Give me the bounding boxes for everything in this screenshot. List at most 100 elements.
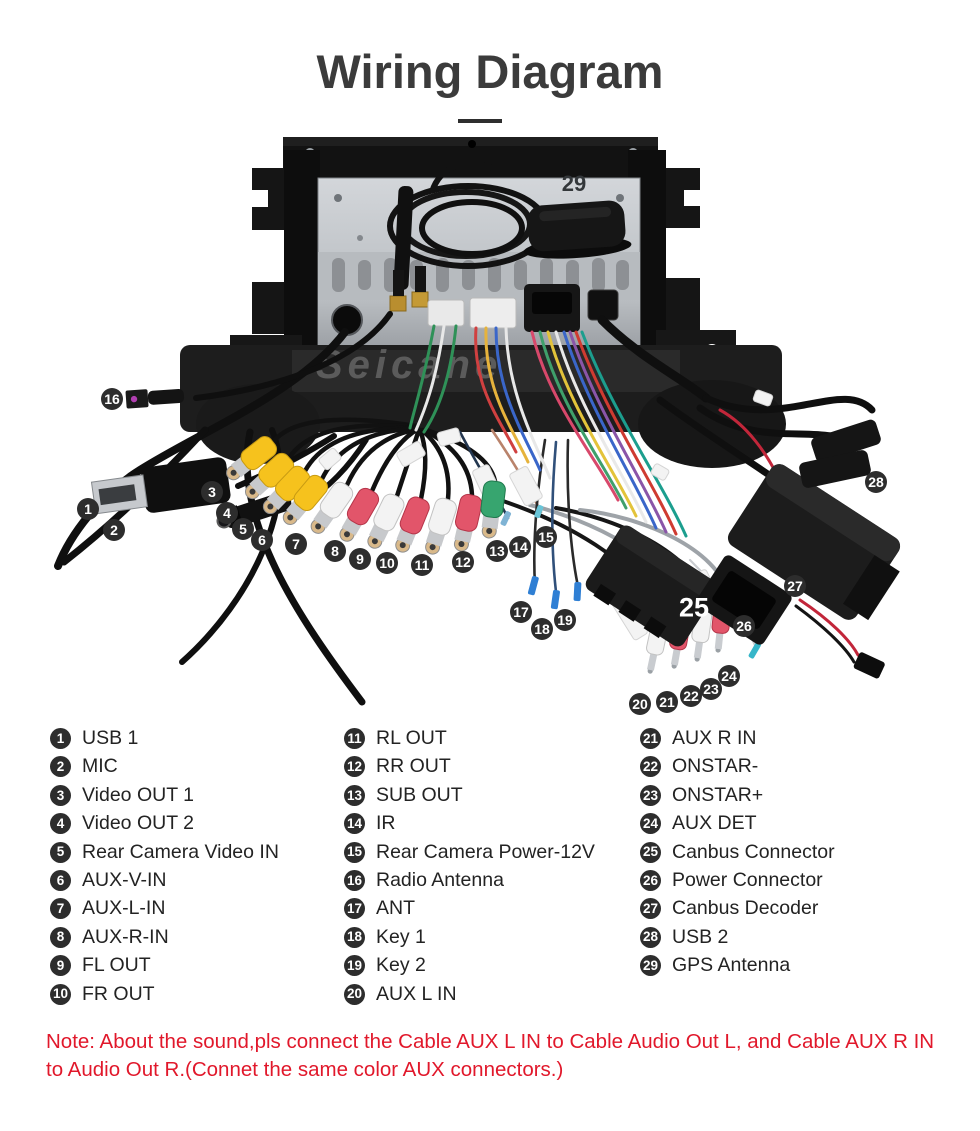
legend-item-4: 4 Video OUT 2 (50, 812, 279, 835)
legend-item-6: 6 AUX-V-IN (50, 868, 279, 891)
dash-shelf: Seicane (180, 343, 786, 468)
canbus-decoder (727, 464, 901, 621)
canbus-connector (585, 525, 719, 647)
legend-label: SUB OUT (376, 783, 463, 806)
legend-label: IR (376, 812, 396, 835)
legend-badge: 28 (640, 926, 661, 948)
legend-label: Rear Camera Power-12V (376, 840, 595, 863)
legend-badge: 3 (50, 784, 71, 806)
legend-badge: 27 (640, 898, 661, 920)
head-unit-illustration: Seicane (54, 137, 901, 706)
legend-badge: 7 (50, 898, 71, 920)
legend-badge: 15 (344, 841, 365, 863)
legend-badge: 19 (344, 955, 365, 977)
legend-badge: 4 (50, 813, 71, 835)
legend-badge: 24 (640, 813, 661, 835)
legend-label: Rear Camera Video IN (82, 840, 279, 863)
legend-badge: 29 (640, 955, 661, 977)
legend-label: Key 2 (376, 954, 426, 977)
legend-badge: 26 (640, 869, 661, 891)
legend-label: Video OUT 2 (82, 812, 195, 835)
legend-label: USB 2 (672, 925, 729, 948)
legend-badge: 17 (344, 898, 365, 920)
legend-item-27: 27 Canbus Decoder (640, 897, 835, 920)
legend-label: Key 1 (376, 925, 426, 948)
legend-label: GPS Antenna (672, 954, 791, 977)
legend-badge: 6 (50, 869, 71, 891)
two-pin-plug (853, 652, 885, 679)
power-harness-wires (408, 324, 860, 664)
legend-item-8: 8 AUX-R-IN (50, 925, 279, 948)
legend-item-20: 20 AUX L IN (344, 982, 595, 1005)
watermark: Seicane (316, 343, 502, 387)
legend-item-22: 22 ONSTAR- (640, 755, 835, 778)
legend-item-24: 24 AUX DET (640, 812, 835, 835)
legend-item-25: 25 Canbus Connector (640, 840, 835, 863)
legend-item-3: 3 Video OUT 1 (50, 783, 279, 806)
legend-badge: 20 (344, 983, 365, 1005)
rear-ports (331, 186, 619, 336)
legend-label: ANT (376, 897, 415, 920)
legend-label: RL OUT (376, 727, 447, 749)
legend-label: Video OUT 1 (82, 783, 195, 806)
radio-antenna-connector (125, 388, 185, 409)
legend-column-2: 11 RL OUT 12 RR OUT 13 SUB OUT 14 IR 15 Rear Came… (344, 727, 595, 1012)
note-text: Note: About the sound,pls connect the Ca… (46, 1030, 935, 1081)
legend-badge: 8 (50, 926, 71, 948)
legend-label: FL OUT (82, 954, 151, 977)
rca-female-fan (226, 436, 506, 555)
legend-badge: 12 (344, 756, 365, 778)
legend-label: ONSTAR+ (672, 783, 764, 806)
legend-item-29: 29 GPS Antenna (640, 954, 835, 977)
usb1-connector (90, 457, 231, 515)
legend-badge: 22 (640, 756, 661, 778)
legend-badge: 25 (640, 841, 661, 863)
legend-item-11: 11 RL OUT (344, 727, 595, 749)
usb2-connectors (799, 419, 881, 488)
legend-item-5: 5 Rear Camera Video IN (50, 840, 279, 863)
gps-antenna (387, 160, 632, 269)
legend-label: AUX-R-IN (82, 925, 169, 948)
legend-item-16: 16 Radio Antenna (344, 868, 595, 891)
legend-item-10: 10 FR OUT (50, 982, 279, 1005)
legend-item-17: 17 ANT (344, 897, 595, 920)
legend-label: Radio Antenna (376, 868, 504, 891)
legend-label: Canbus Connector (672, 840, 835, 863)
page-title: Wiring Diagram (316, 45, 664, 98)
legend-label: AUX DET (672, 812, 757, 835)
legend-badge: 1 (50, 728, 71, 749)
legend-item-23: 23 ONSTAR+ (640, 783, 835, 806)
legend-badge: 9 (50, 955, 71, 977)
legend-badge: 14 (344, 813, 365, 835)
legend-item-15: 15 Rear Camera Power-12V (344, 840, 595, 863)
legend-label: AUX-V-IN (82, 868, 167, 891)
legend-label: RR OUT (376, 755, 451, 778)
legend-badge: 23 (640, 784, 661, 806)
legend-badge: 2 (50, 756, 71, 778)
power-connector (696, 555, 792, 645)
legend-item-13: 13 SUB OUT (344, 783, 595, 806)
head-unit-photo: Seicane (0, 125, 980, 730)
legend-badge: 5 (50, 841, 71, 863)
legend-label: AUX L IN (376, 982, 457, 1005)
legend-badge: 16 (344, 869, 365, 891)
legend-item-1: 1 USB 1 (50, 727, 279, 749)
legend-item-14: 14 IR (344, 812, 595, 835)
legend-badge: 10 (50, 983, 71, 1005)
legend-label: ONSTAR- (672, 755, 759, 778)
legend-label: USB 1 (82, 727, 139, 749)
legend-badge: 11 (344, 728, 365, 749)
legend-item-28: 28 USB 2 (640, 925, 835, 948)
legend-label: Canbus Decoder (672, 897, 819, 920)
legend-badge: 13 (344, 784, 365, 806)
legend-label: AUX R IN (672, 727, 757, 749)
legend-label: FR OUT (82, 982, 155, 1005)
